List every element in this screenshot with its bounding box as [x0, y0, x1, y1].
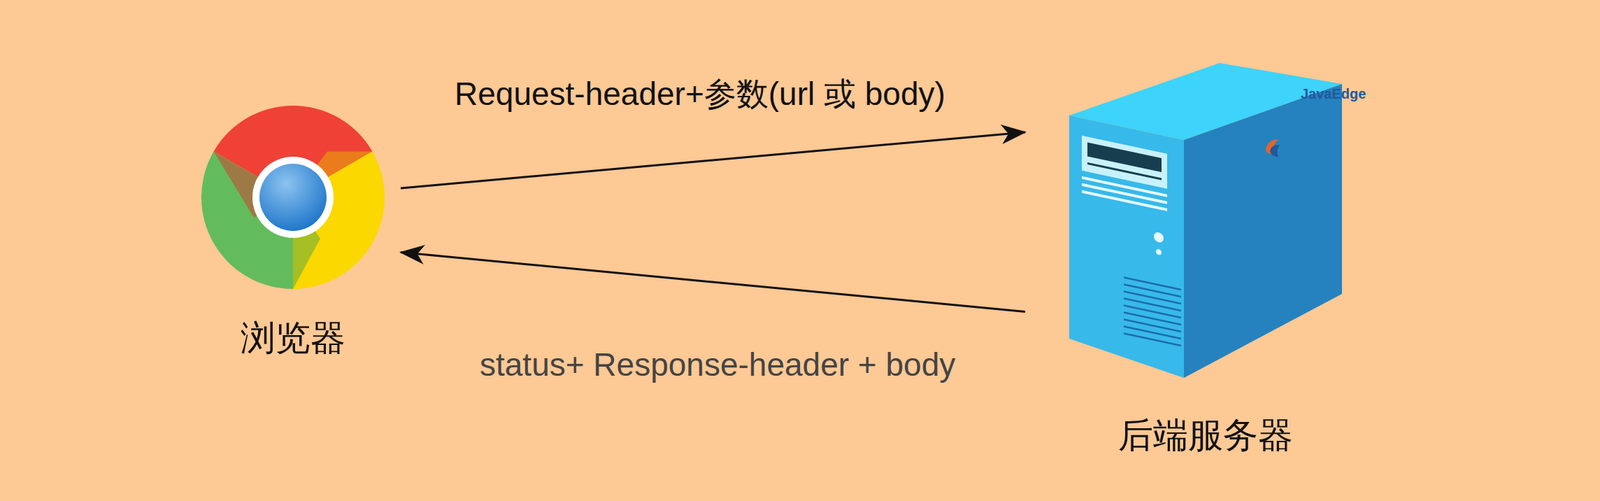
node-label: 浏览器 [201, 316, 385, 359]
server-tower [1069, 62, 1342, 378]
edge-label: Request-header+参数(url 或 body) [451, 74, 949, 113]
node-label: 后端服务器 [1069, 413, 1342, 456]
edge-label: status+ Response-header + body [476, 345, 959, 384]
request-arrow [400, 132, 1026, 189]
watermark: JavaEdge [1300, 85, 1366, 103]
chrome-logo [201, 105, 385, 289]
server-node: 后端服务器 [1069, 62, 1342, 456]
browser-node: 浏览器 [201, 105, 385, 359]
request-arrow [400, 252, 1026, 312]
